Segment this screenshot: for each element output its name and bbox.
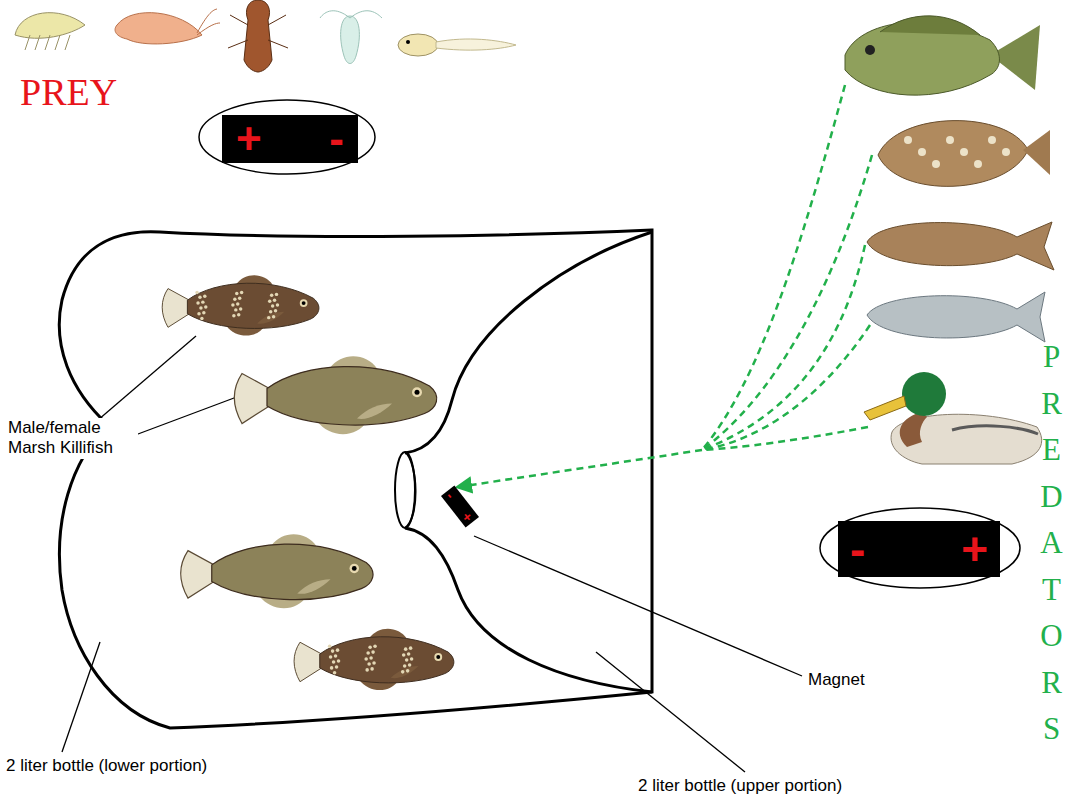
predators-heading: PREDATORS (1036, 334, 1067, 753)
polarity-sign: - (850, 526, 865, 572)
polarity-sign: + (236, 117, 262, 161)
part-label: 2 liter bottle (upper portion) (636, 776, 844, 796)
prey-figure (115, 9, 220, 44)
magnet-block: -+ (441, 486, 479, 528)
predator-figure (867, 222, 1054, 270)
part-label: 2 liter bottle (lower portion) (4, 756, 209, 776)
polarity-sign: + (961, 526, 988, 572)
prey-heading: PREY (18, 70, 119, 116)
battery-block: +- (222, 115, 358, 163)
predator-figure (878, 121, 1050, 187)
animal-figures (15, 0, 1054, 690)
killifish-figure (181, 534, 373, 608)
part-label: Male/female Marsh Killifish (6, 418, 138, 459)
battery-ellipse (820, 508, 1020, 588)
bottle-outline (59, 230, 652, 728)
prey-figure (398, 34, 516, 56)
prey-figure (320, 11, 382, 64)
prey-figure (228, 0, 288, 72)
battery-block: -+ (838, 521, 1000, 577)
predator-figure (867, 292, 1045, 342)
killifish-figure (162, 275, 319, 335)
killifish-figure (235, 356, 437, 434)
polarity-sign: - (444, 489, 458, 501)
leader-lines (62, 336, 802, 772)
predator-arrows (458, 85, 872, 487)
predator-figure (845, 16, 1040, 95)
polarity-sign: - (329, 117, 344, 161)
part-label: Magnet (806, 670, 867, 690)
killifish-figure (294, 629, 454, 690)
predator-figure (864, 372, 1042, 464)
polarity-sign: + (460, 509, 476, 524)
battery-ellipse (199, 100, 375, 174)
prey-figure (15, 13, 85, 50)
